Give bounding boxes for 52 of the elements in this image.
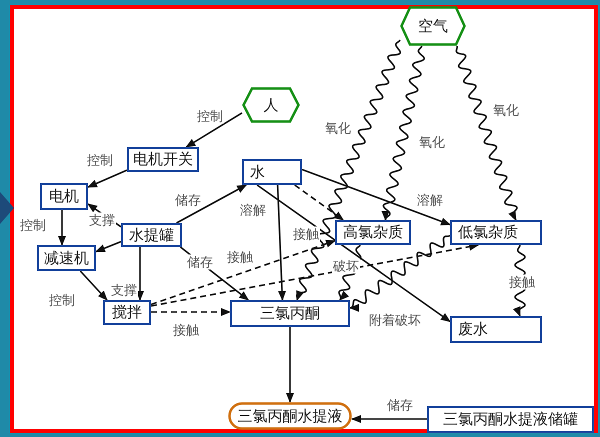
process-box: 废水: [450, 316, 542, 343]
edge-label: 支撑: [88, 212, 116, 228]
edge-label: 接触: [508, 274, 536, 290]
edge-label: 附着破坏: [368, 312, 422, 328]
process-box: 水: [242, 159, 302, 185]
arrow: [58, 210, 66, 246]
edge-label: 储存: [386, 398, 414, 412]
edge-label: 溶解: [239, 202, 267, 218]
arrow: [185, 112, 242, 148]
arrow: [256, 184, 451, 322]
edge-label: 控制: [196, 108, 224, 124]
process-box: 电机: [40, 183, 88, 210]
edge-label: 储存: [174, 192, 202, 208]
edge-label: 接触: [292, 226, 320, 242]
process-box: 水提罐: [121, 223, 182, 247]
arrow: [87, 169, 128, 188]
edge-label: 破坏: [332, 258, 360, 274]
process-box: 电机开关: [127, 147, 199, 172]
edge-label: 氧化: [324, 120, 352, 136]
process-box: 高氯杂质: [335, 220, 411, 245]
wavy-arrow: [456, 46, 518, 221]
edge-label: 控制: [48, 292, 76, 308]
arrow: [176, 184, 248, 224]
hexagon-node: 空气: [400, 6, 466, 46]
arrow: [95, 240, 122, 252]
dashed-arrow: [151, 308, 231, 316]
arrow: [276, 184, 286, 301]
edge-label: 控制: [19, 218, 47, 232]
dashed-arrow: [150, 242, 480, 307]
process-box: 减速机: [37, 245, 96, 271]
wavy-arrow: [296, 39, 401, 301]
wavy-arrow: [349, 234, 450, 312]
arrow: [136, 247, 144, 301]
arrow: [351, 415, 427, 423]
dashed-arrow: [294, 184, 344, 221]
arrow: [302, 168, 451, 226]
arrow: [286, 327, 294, 403]
edge-label: 氧化: [418, 134, 446, 150]
edge-label: 支撑: [110, 282, 138, 298]
edge-label: 储存: [186, 254, 214, 270]
edge-label: 接触: [172, 322, 200, 338]
edge-label: 接触: [226, 250, 254, 264]
dashed-arrow: [150, 240, 336, 306]
process-box: 低氯杂质: [450, 220, 542, 245]
edge-label: 溶解: [416, 192, 444, 208]
process-box: 三氯丙酮: [230, 300, 350, 327]
process-box: 搅拌: [103, 300, 151, 325]
edge-label: 控制: [86, 152, 114, 168]
wavy-arrow: [382, 46, 426, 221]
edge-label: 氧化: [492, 102, 520, 118]
arrow: [80, 270, 108, 301]
process-box: 三氯丙酮水提液储罐: [427, 406, 594, 433]
